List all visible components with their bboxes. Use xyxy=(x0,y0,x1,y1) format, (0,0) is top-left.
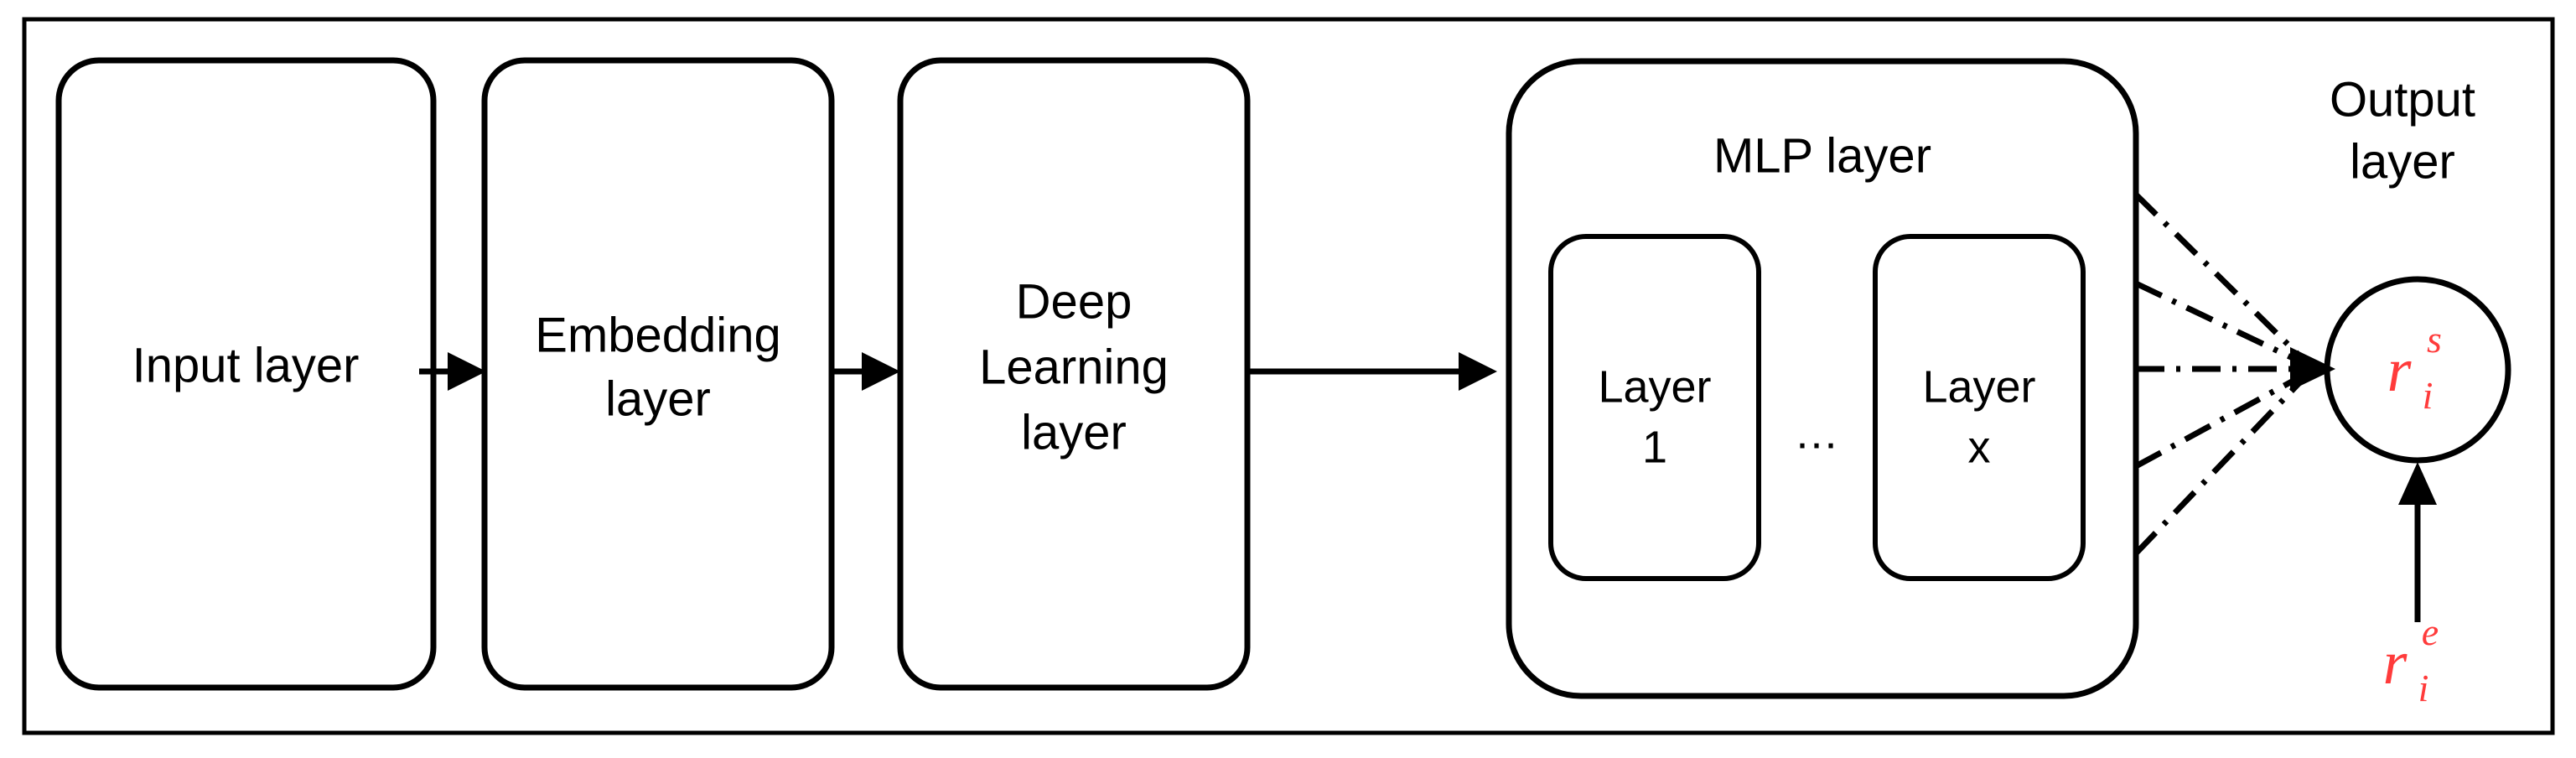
external-input-formula: r i e xyxy=(2383,610,2439,709)
mlp-inner-layer-1[interactable]: Layer 1 xyxy=(1548,234,1761,581)
output-layer-title-line1: Output xyxy=(2330,72,2475,127)
fanout-line-1 xyxy=(2133,192,2313,369)
fanout-line-2 xyxy=(2134,280,2312,370)
arrowhead-icon xyxy=(2398,462,2437,505)
arrow-deep-learning-to-mlp xyxy=(1249,352,1497,391)
mlp-layer-title: MLP layer xyxy=(1713,128,1931,183)
arrowhead-icon xyxy=(2290,347,2335,391)
arrow-input-to-embedding xyxy=(419,352,486,391)
formula-rs-subscript: i xyxy=(2423,374,2433,417)
arrowhead-icon xyxy=(862,352,900,391)
formula-rs-base: r xyxy=(2387,336,2413,405)
stage-deep-learning-layer[interactable]: Deep Learning layer xyxy=(897,57,1251,691)
mlp-inner-layer-x[interactable]: Layer x xyxy=(1873,234,2086,581)
layer-1-box xyxy=(1548,234,1761,581)
external-input-arrow: r i e xyxy=(2383,462,2439,709)
formula-re-superscript: e xyxy=(2422,610,2439,653)
layer-x-box xyxy=(1873,234,2086,581)
stage-mlp-layer[interactable]: MLP layer Layer 1 ... Layer x xyxy=(1506,58,2139,699)
layer-1-label-line1: Layer xyxy=(1598,361,1711,412)
output-layer-title-line2: layer xyxy=(2350,134,2455,189)
deep-learning-label-line2: Learning xyxy=(979,340,1169,394)
stage-embedding-layer[interactable]: Embedding layer xyxy=(481,57,835,691)
layer-x-label-line1: Layer xyxy=(1922,361,2035,412)
stage-input-layer[interactable]: Input layer xyxy=(55,57,437,691)
deep-learning-layer-box xyxy=(897,57,1251,691)
fanout-line-4 xyxy=(2134,368,2312,470)
mlp-ellipsis: ... xyxy=(1796,408,1838,458)
figure-frame xyxy=(22,17,2555,735)
deep-learning-label-line1: Deep xyxy=(1016,274,1133,329)
stage-output-layer[interactable]: Output layer r i s xyxy=(2324,72,2511,464)
embedding-layer-label-line2: layer xyxy=(605,371,711,426)
input-layer-label: Input layer xyxy=(132,338,360,392)
output-node-formula: r i s xyxy=(2387,318,2442,417)
deep-learning-label-line3: layer xyxy=(1021,405,1127,459)
layer-x-label-line2: x xyxy=(1968,422,1991,472)
formula-re-base: r xyxy=(2383,629,2408,698)
arrow-embedding-to-deep-learning xyxy=(832,352,900,391)
layer-1-label-line2: 1 xyxy=(1642,422,1667,472)
formula-rs-superscript: s xyxy=(2427,318,2442,361)
embedding-layer-label-line1: Embedding xyxy=(535,308,780,362)
formula-re-subscript: i xyxy=(2418,667,2429,709)
output-node-circle xyxy=(2324,276,2511,464)
fanout-line-5 xyxy=(2133,369,2313,556)
arrowhead-icon xyxy=(1459,352,1497,391)
arrowhead-icon xyxy=(448,352,486,391)
mlp-layer-box xyxy=(1506,58,2139,699)
mlp-to-output-fanout xyxy=(2133,192,2335,556)
